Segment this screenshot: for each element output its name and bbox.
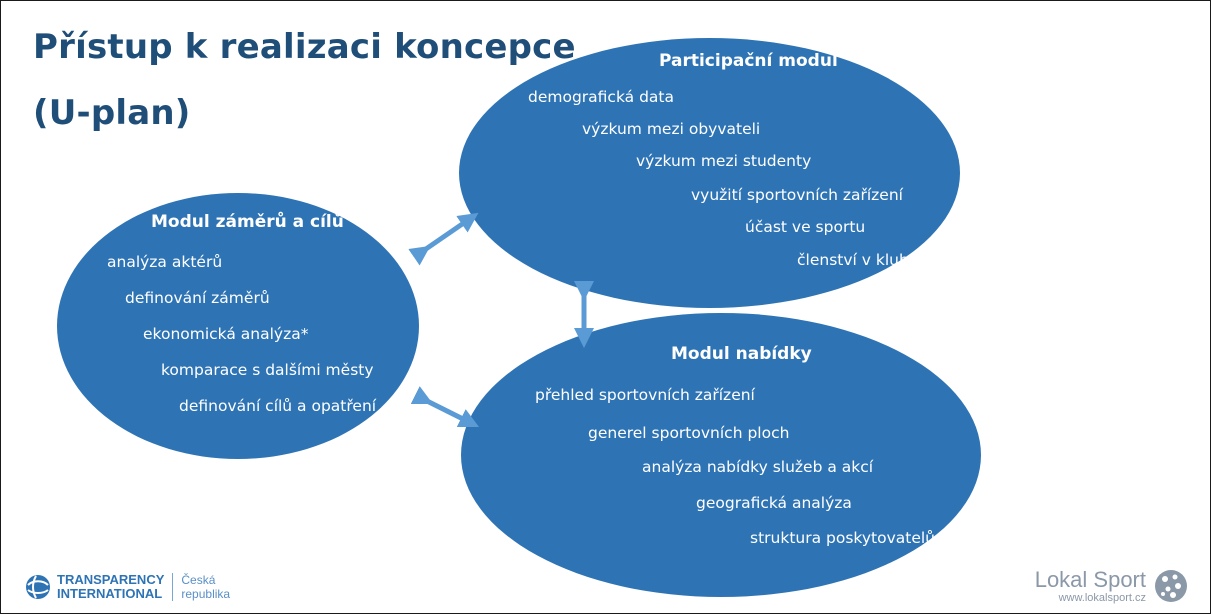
goals-item: definování cílů a opatření (179, 397, 377, 415)
participation-item: členství v klubech (797, 251, 937, 269)
goals-item: analýza aktérů (107, 253, 223, 271)
slide-subtitle: (U-plan) (33, 93, 191, 133)
ti-name-line1: TRANSPARENCY (57, 572, 165, 587)
goals-item: ekonomická analýza* (143, 325, 309, 343)
participation-item: demografická data (528, 88, 674, 106)
goals-module-ellipse (57, 193, 419, 459)
ti-globe-icon (26, 575, 50, 599)
offer-item: přehled sportovních zařízení (535, 386, 755, 404)
offer-item: analýza nabídky služeb a akcí (642, 458, 874, 476)
participation-item: výzkum mezi obyvateli (582, 120, 761, 138)
ti-name-line2: INTERNATIONAL (57, 586, 163, 601)
arrow-goals-participation (408, 212, 479, 266)
lokal-sport-emblem-icon (1155, 570, 1187, 602)
offer-item: generel sportovních ploch (588, 424, 790, 442)
transparency-international-logo: TRANSPARENCY INTERNATIONAL Česká republi… (25, 573, 230, 601)
participation-item: účast ve sportu (745, 218, 866, 236)
goals-item: komparace s dalšími městy (161, 361, 374, 379)
offer-module-ellipse (461, 313, 981, 597)
participation-item: využití sportovních zařízení (691, 186, 903, 204)
slide-title: Přístup k realizaci koncepce (33, 27, 576, 67)
offer-item: struktura poskytovatelů (750, 529, 935, 547)
lokal-sport-logo: Lokal Sport www.lokalsport.cz (1035, 567, 1188, 605)
lokal-sport-name: Lokal Sport (1034, 567, 1146, 592)
participation-module-heading: Participační modul (659, 51, 838, 71)
arrow-goals-offer (410, 386, 480, 428)
goals-item: definování záměrů (125, 289, 270, 307)
offer-module-heading: Modul nabídky (671, 344, 812, 364)
participation-item: výzkum mezi studenty (636, 152, 812, 170)
goals-module-heading: Modul záměrů a cílů (151, 212, 344, 232)
offer-item: geografická analýza (696, 494, 852, 512)
lokal-sport-url: www.lokalsport.cz (1058, 592, 1146, 604)
ti-divider (172, 573, 174, 601)
participation-module-ellipse (459, 38, 960, 308)
ti-country-line2: republika (181, 587, 231, 601)
ti-country-line1: Česká (181, 573, 216, 587)
